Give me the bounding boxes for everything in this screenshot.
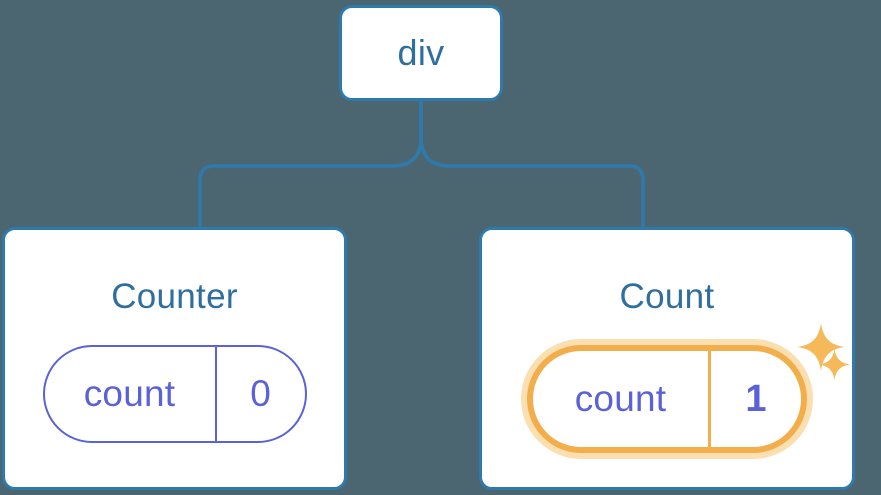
node-counter-title: Counter bbox=[111, 277, 238, 316]
prop-pill-count-highlighted[interactable]: count 1 bbox=[527, 345, 807, 453]
prop-pill-counter[interactable]: count 0 bbox=[42, 345, 307, 443]
prop-key-cell-count: count bbox=[533, 351, 711, 447]
connector-to-right-child bbox=[419, 99, 645, 229]
prop-key-count: count bbox=[574, 378, 667, 419]
prop-value-cell-counter: 0 bbox=[217, 347, 305, 441]
prop-value-count: 1 bbox=[745, 377, 767, 420]
connector-to-left-child bbox=[198, 99, 423, 229]
prop-value-cell-count: 1 bbox=[711, 351, 801, 447]
prop-pill-wrapper-counter: count 0 bbox=[42, 345, 307, 443]
prop-value-counter: 0 bbox=[250, 373, 271, 414]
node-counter[interactable]: Counter count 0 bbox=[2, 227, 347, 490]
node-count-title: Count bbox=[619, 277, 715, 316]
prop-pill-wrapper-count: count 1 bbox=[527, 345, 807, 453]
root-node-label: div bbox=[397, 32, 445, 73]
node-root-div[interactable]: div bbox=[339, 5, 503, 101]
prop-key-counter: count bbox=[83, 373, 176, 414]
node-count[interactable]: Count count 1 bbox=[479, 227, 855, 490]
prop-key-cell-counter: count bbox=[45, 347, 217, 441]
